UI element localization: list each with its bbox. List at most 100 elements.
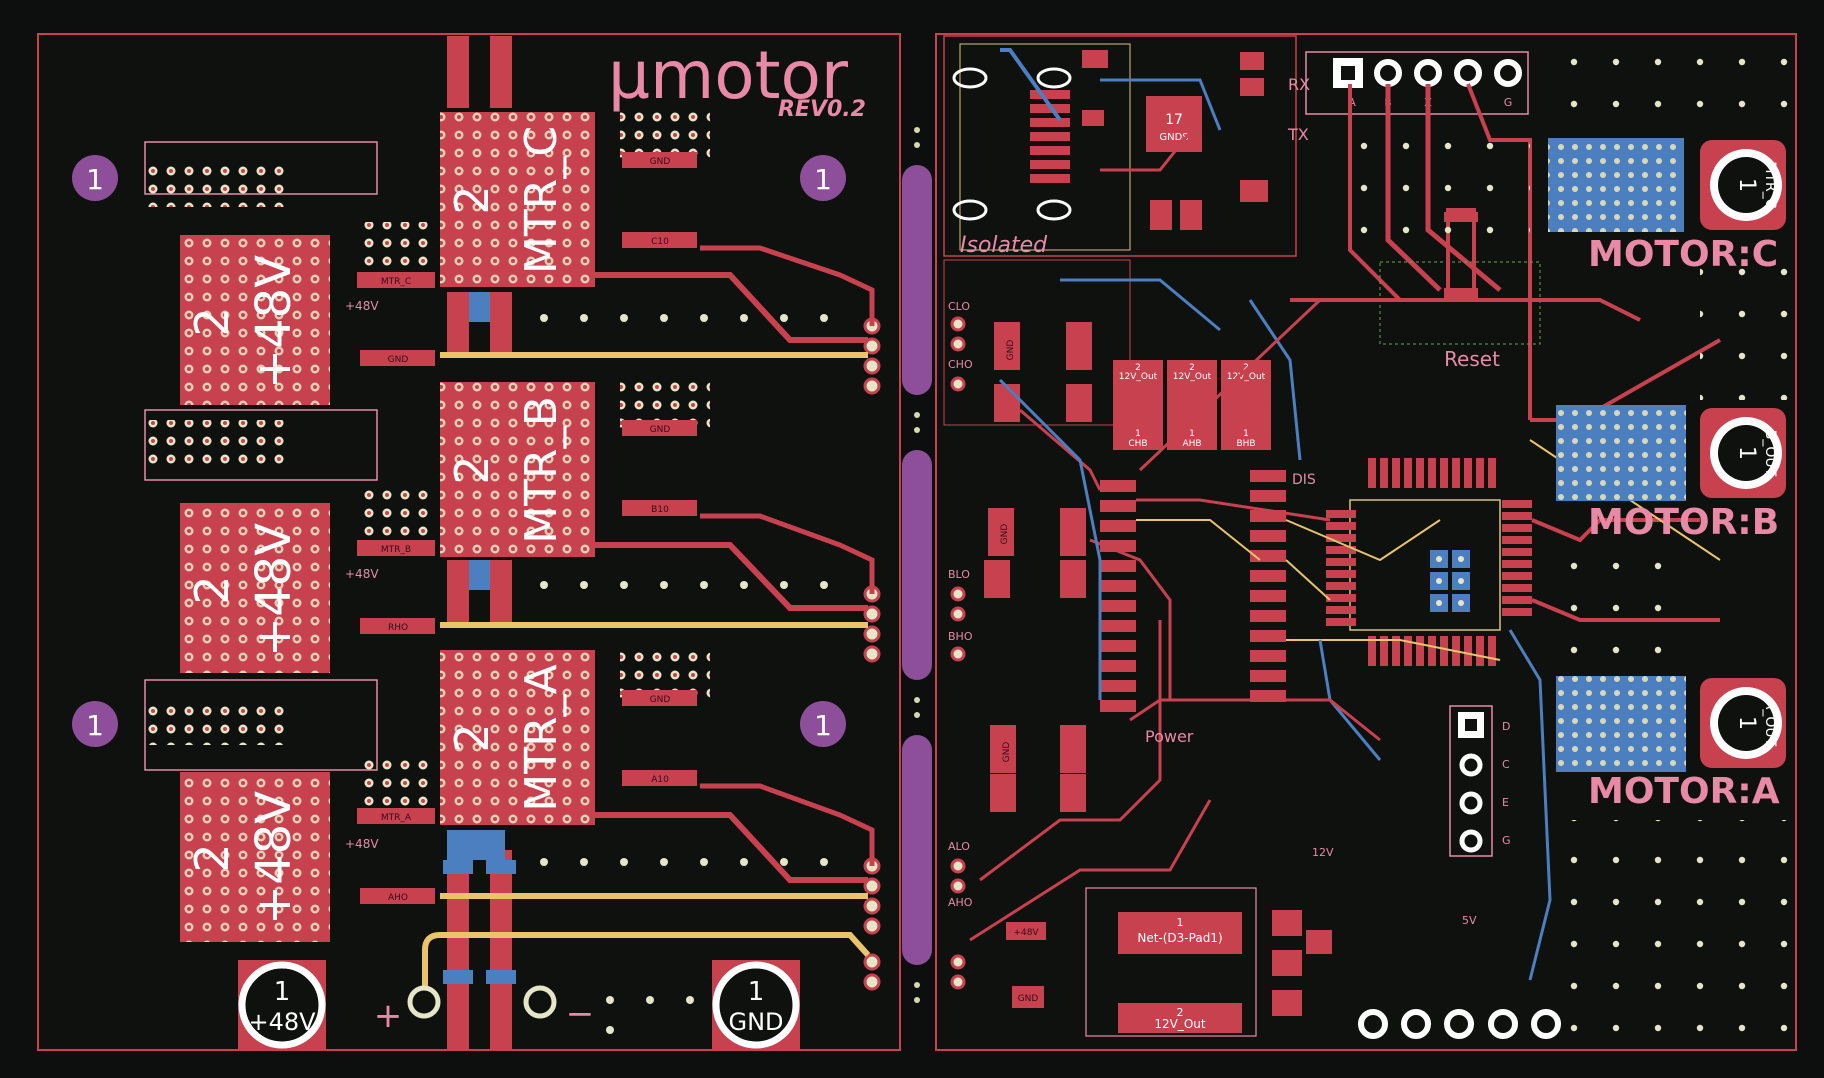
left-board: µmotor REV0.2 1 1 1 1 xyxy=(72,36,881,1050)
label-48v-a: +48V xyxy=(345,837,379,851)
fiducial-label: 1 xyxy=(814,163,832,196)
polarity-plus: + xyxy=(374,996,403,1036)
cap-top-label: 12V_Out xyxy=(1119,372,1158,382)
power-label: Power xyxy=(1145,727,1194,746)
cap-top-label: 12V_Out xyxy=(1173,372,1212,382)
label-a10: A10 xyxy=(651,775,669,785)
cap-top-num: 2 xyxy=(1189,363,1195,373)
pin-label-blo: BLO xyxy=(948,568,970,581)
label-gnd-c: GND xyxy=(388,355,409,365)
fiducial-label: 1 xyxy=(86,163,104,196)
supply-gnd-label: GND xyxy=(1018,994,1039,1004)
signal-traces xyxy=(969,278,1721,981)
debug-pin-d: D xyxy=(1502,720,1510,733)
bootstrap-capacitors: 2 12V_Out 1 CHB 2 12V_Out 1 AHB 2 12V_Ou… xyxy=(1113,360,1271,450)
label-gnd: GND xyxy=(650,695,671,705)
phase-a-stage: 2 +48V 2 MTR_A MTR_A GND A10 AHO +48V xyxy=(144,650,881,1000)
diode-out: 12V_Out xyxy=(1154,1017,1206,1031)
motor-output-b: 1 B_OUT MOTOR:B xyxy=(1556,405,1786,543)
motor-output-pad-number: 1 xyxy=(1734,446,1759,460)
motor-output-net: A_OUT xyxy=(1762,700,1778,747)
cap-gnd-label: GND xyxy=(1000,524,1010,545)
right-board: Isolated 17 GNDS RX TX xyxy=(943,35,1790,1040)
motor-pad-number: 2 xyxy=(445,723,499,752)
terminal-pad-number: 1 xyxy=(274,977,291,1007)
label-48v-c: +48V xyxy=(345,299,379,313)
fiducial-label: 1 xyxy=(814,709,832,742)
terminal-label: GND xyxy=(728,1008,783,1036)
regulator-block: 1 Net-(D3-Pad1) 2 12V_Out +48V GND xyxy=(1006,887,1332,1037)
fiducial-marks: 1 1 1 1 xyxy=(72,155,846,747)
supply-pad-number: 2 xyxy=(185,575,239,604)
motor-pad-number: 2 xyxy=(445,185,499,214)
rail-5v-label: 5V xyxy=(1462,914,1477,927)
debug-pin-g: G xyxy=(1502,834,1511,847)
debug-pin-c: C xyxy=(1502,758,1510,771)
motor-output-c: 1 MTR_C MOTOR:C xyxy=(1548,138,1786,275)
cap-bottom-label: CHB xyxy=(1128,439,1147,449)
motor-output-label: MOTOR:B xyxy=(1588,502,1779,543)
motor-output-pad-number: 1 xyxy=(1734,178,1759,192)
microcontroller xyxy=(1326,458,1532,666)
header-pin-g: G xyxy=(1504,96,1513,109)
brand-title: µmotor xyxy=(608,37,849,114)
label-mtr-b: MTR_B xyxy=(381,545,411,555)
header-pin-a: A xyxy=(1348,96,1356,109)
pin-label-alo: ALO xyxy=(948,840,970,853)
diode-pad1: 1 xyxy=(1177,916,1184,929)
cap-bottom-label: AHB xyxy=(1182,439,1201,449)
diode-pad2: 2 xyxy=(1177,1006,1184,1019)
breakaway-slots xyxy=(902,127,932,1003)
cap-bottom-label: BHB xyxy=(1236,439,1255,449)
label-mtr-c: MTR_C xyxy=(381,277,411,287)
cap-bottom-num: 1 xyxy=(1243,429,1249,439)
rail-12v-label: 12V xyxy=(1312,846,1334,859)
power-terminals: 1 +48V 1 GND + − xyxy=(238,960,800,1050)
revision-label: REV0.2 xyxy=(778,97,866,122)
terminal-pad-number: 1 xyxy=(748,977,765,1007)
label-rho: RHO xyxy=(388,623,408,633)
label-48v-b: +48V xyxy=(345,567,379,581)
cap-top-label: 12V_Out xyxy=(1227,372,1266,382)
motor-output-label: MOTOR:A xyxy=(1588,771,1780,812)
motor-output-pad-number: 1 xyxy=(1734,716,1759,730)
serial-rx: RX xyxy=(1288,75,1310,94)
motor-pad-label: MTR_C xyxy=(516,126,567,274)
motor-pad-label: MTR_B xyxy=(516,396,567,544)
motor-output-a: 1 A_OUT MOTOR:A xyxy=(1556,676,1786,812)
label-b10: B10 xyxy=(651,505,669,515)
supply-pad-label: +48V xyxy=(246,523,302,657)
phase-c-stage: 2 +48V 2 MTR_C MTR_C GND C10 GND +48V xyxy=(144,112,881,405)
cap-top-num: 2 xyxy=(1135,363,1141,373)
isolated-chip-label: GNDS xyxy=(1159,132,1188,143)
gate-driver-pins xyxy=(1100,470,1286,712)
polarity-minus: − xyxy=(566,994,595,1034)
stitching-vias xyxy=(1330,40,1790,1040)
phase-b-stage: 2 +48V 2 MTR_B MTR_B GND B10 RHO +48V xyxy=(144,382,881,673)
supply-pad-number: 2 xyxy=(185,307,239,336)
pin-label-clo: CLO xyxy=(948,300,970,313)
supply-48v-label: +48V xyxy=(1013,928,1039,938)
supply-pad-number: 2 xyxy=(185,843,239,872)
label-gnd: GND xyxy=(650,425,671,435)
dis-label: DIS xyxy=(1292,472,1316,488)
reset-label: Reset xyxy=(1444,347,1500,371)
cap-bottom-num: 1 xyxy=(1135,429,1141,439)
power-section: CLO CHO BLO BHO ALO AHO 2 12V_Out 1 CHB … xyxy=(943,259,1721,1039)
cap-bottom-num: 1 xyxy=(1189,429,1195,439)
motor-output-net: MTR_C xyxy=(1762,161,1778,208)
center-column-pads xyxy=(443,36,516,1050)
label-c10: C10 xyxy=(651,237,669,247)
label-mtr-a: MTR_A xyxy=(381,813,412,823)
motor-pad-label: MTR_A xyxy=(516,664,567,812)
isolated-label: Isolated xyxy=(960,233,1048,258)
label-aho: AHO xyxy=(388,893,408,903)
motor-pad-number: 2 xyxy=(445,455,499,484)
diode-net: Net-(D3-Pad1) xyxy=(1137,931,1222,945)
supply-pad-label: +48V xyxy=(246,791,302,925)
supply-pad-label: +48V xyxy=(246,255,302,389)
isolated-section: Isolated 17 GNDS RX TX xyxy=(943,35,1310,258)
cap-gnd-label: GND xyxy=(1002,742,1012,763)
debug-header: D C E G xyxy=(1449,705,1511,857)
